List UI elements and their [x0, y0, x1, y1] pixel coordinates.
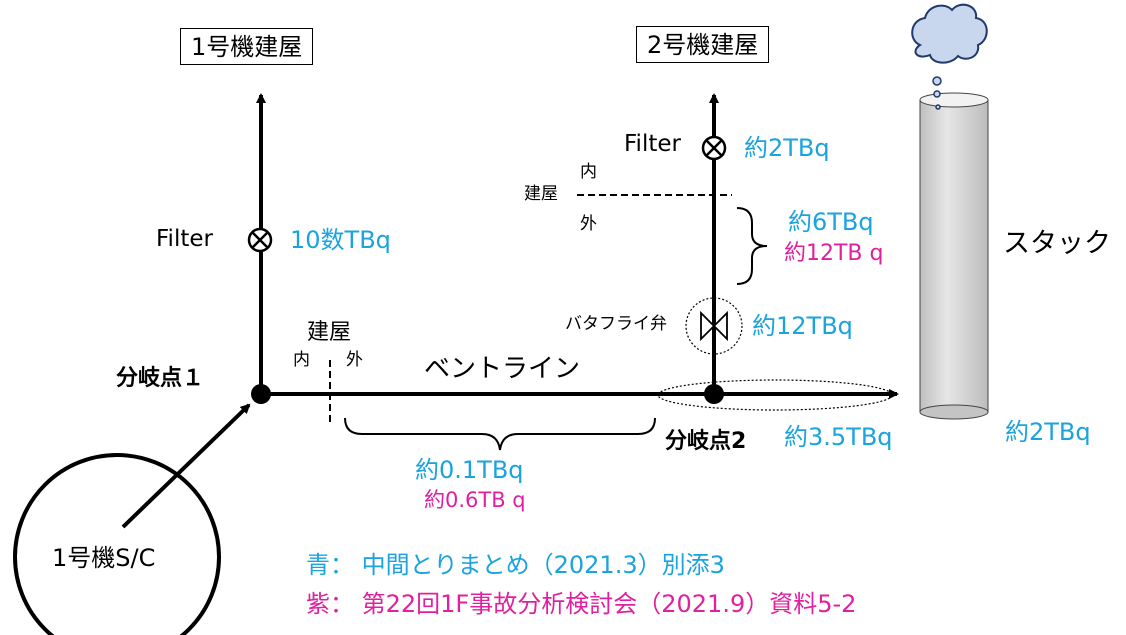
unit1-filter-label: Filter: [156, 226, 213, 252]
unit1-sc-circle: [13, 453, 221, 635]
stack-label: スタック: [1003, 228, 1111, 259]
vent-line-brace: [344, 417, 656, 451]
unit1-building-label: 1号機建屋: [180, 28, 314, 65]
unit2-filter-value: 約2TBq: [744, 134, 830, 162]
stack-value: 約2TBq: [1005, 418, 1091, 446]
unit1-boundary-building-label: 建屋: [307, 320, 352, 345]
unit2-filter-label: Filter: [624, 131, 681, 157]
butterfly-valve-icon: [685, 297, 743, 355]
unit2-segment-brace: [736, 207, 768, 285]
vent-line-value-magenta: 約0.6TB q: [424, 488, 526, 512]
stack-icon: [919, 92, 989, 420]
unit2-outside-value-magenta: 約12TB q: [784, 241, 884, 266]
unit1-boundary-inside-label: 内: [293, 350, 310, 370]
unit1-filter-value: 10数TBq: [290, 226, 391, 254]
unit1-boundary-outside-label: 外: [346, 350, 363, 370]
vent-line-label: ベントライン: [424, 354, 581, 384]
branch-point-1: [251, 384, 271, 404]
sc-to-bp1-arrow: [121, 403, 251, 529]
branch-point-2-label: 分岐点2: [665, 429, 747, 454]
unit1-sc-label: 1号機S/C: [52, 544, 156, 572]
cloud-icon: [911, 3, 988, 110]
bp2-value: 約3.5TBq: [784, 423, 893, 451]
unit2-boundary-inside-label: 内: [580, 162, 597, 182]
unit2-building-label: 2号機建屋: [636, 26, 770, 63]
butterfly-valve-value: 約12TBq: [752, 312, 853, 340]
vent-line-value-blue: 約0.1TBq: [415, 456, 524, 484]
unit2-outside-value-blue: 約6TBq: [788, 208, 874, 236]
legend-magenta-source: 紫： 第22回1F事故分析検討会（2021.9）資料5-2: [306, 590, 857, 618]
bp2-dotted-ellipse: [657, 379, 893, 411]
branch-point-2: [704, 384, 724, 404]
unit2-filter-icon: [701, 135, 727, 161]
butterfly-valve-label: バタフライ弁: [565, 314, 667, 334]
unit2-boundary-building-label: 建屋: [524, 184, 558, 204]
legend-blue-source: 青： 中間とりまとめ（2021.3）別添3: [306, 551, 725, 579]
unit1-filter-icon: [247, 227, 273, 253]
branch-point-1-label: 分岐点１: [116, 366, 205, 391]
unit2-boundary-outside-label: 外: [580, 214, 597, 234]
